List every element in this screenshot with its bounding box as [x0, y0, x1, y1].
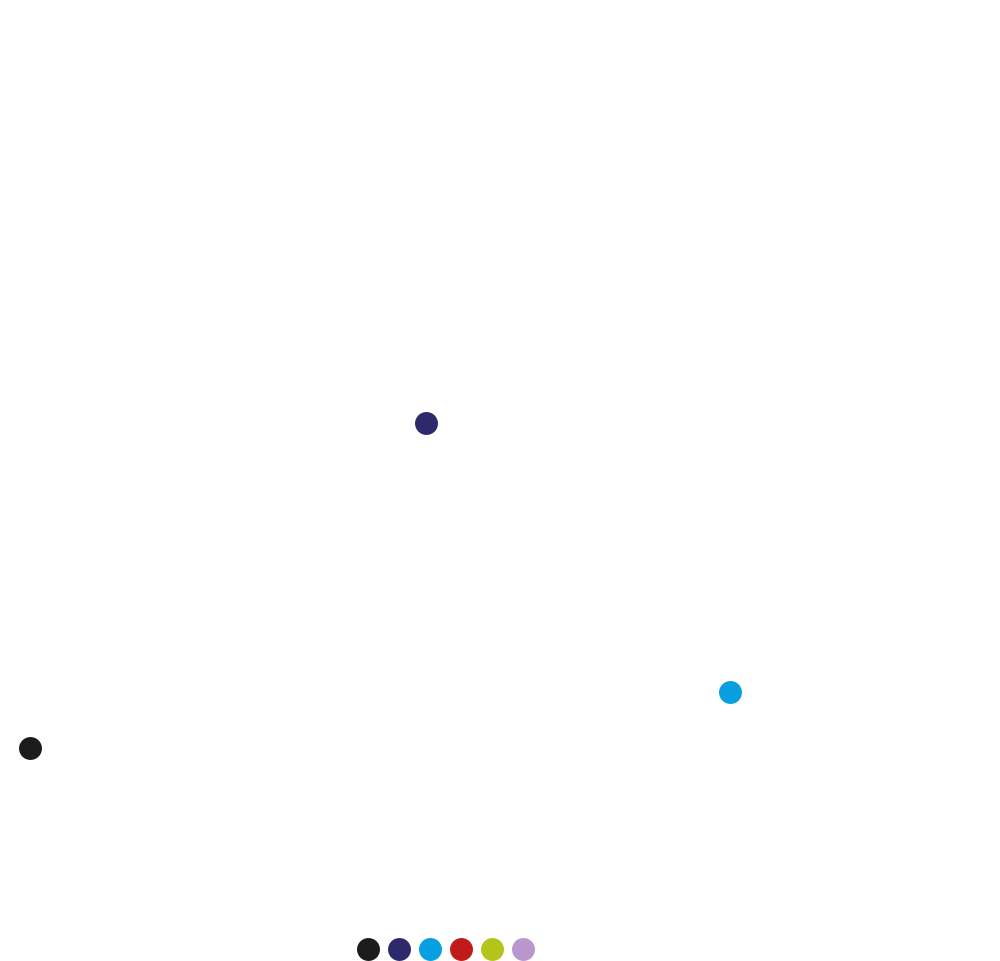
- swatch-navy[interactable]: [388, 938, 411, 961]
- token-navy[interactable]: [415, 412, 438, 435]
- swatch-cyan[interactable]: [419, 938, 442, 961]
- swatch-lilac[interactable]: [512, 938, 535, 961]
- token-black[interactable]: [19, 737, 42, 760]
- token-cyan[interactable]: [719, 681, 742, 704]
- swatch-lime[interactable]: [481, 938, 504, 961]
- swatch-red[interactable]: [450, 938, 473, 961]
- color-palette: [357, 938, 535, 961]
- swatch-black[interactable]: [357, 938, 380, 961]
